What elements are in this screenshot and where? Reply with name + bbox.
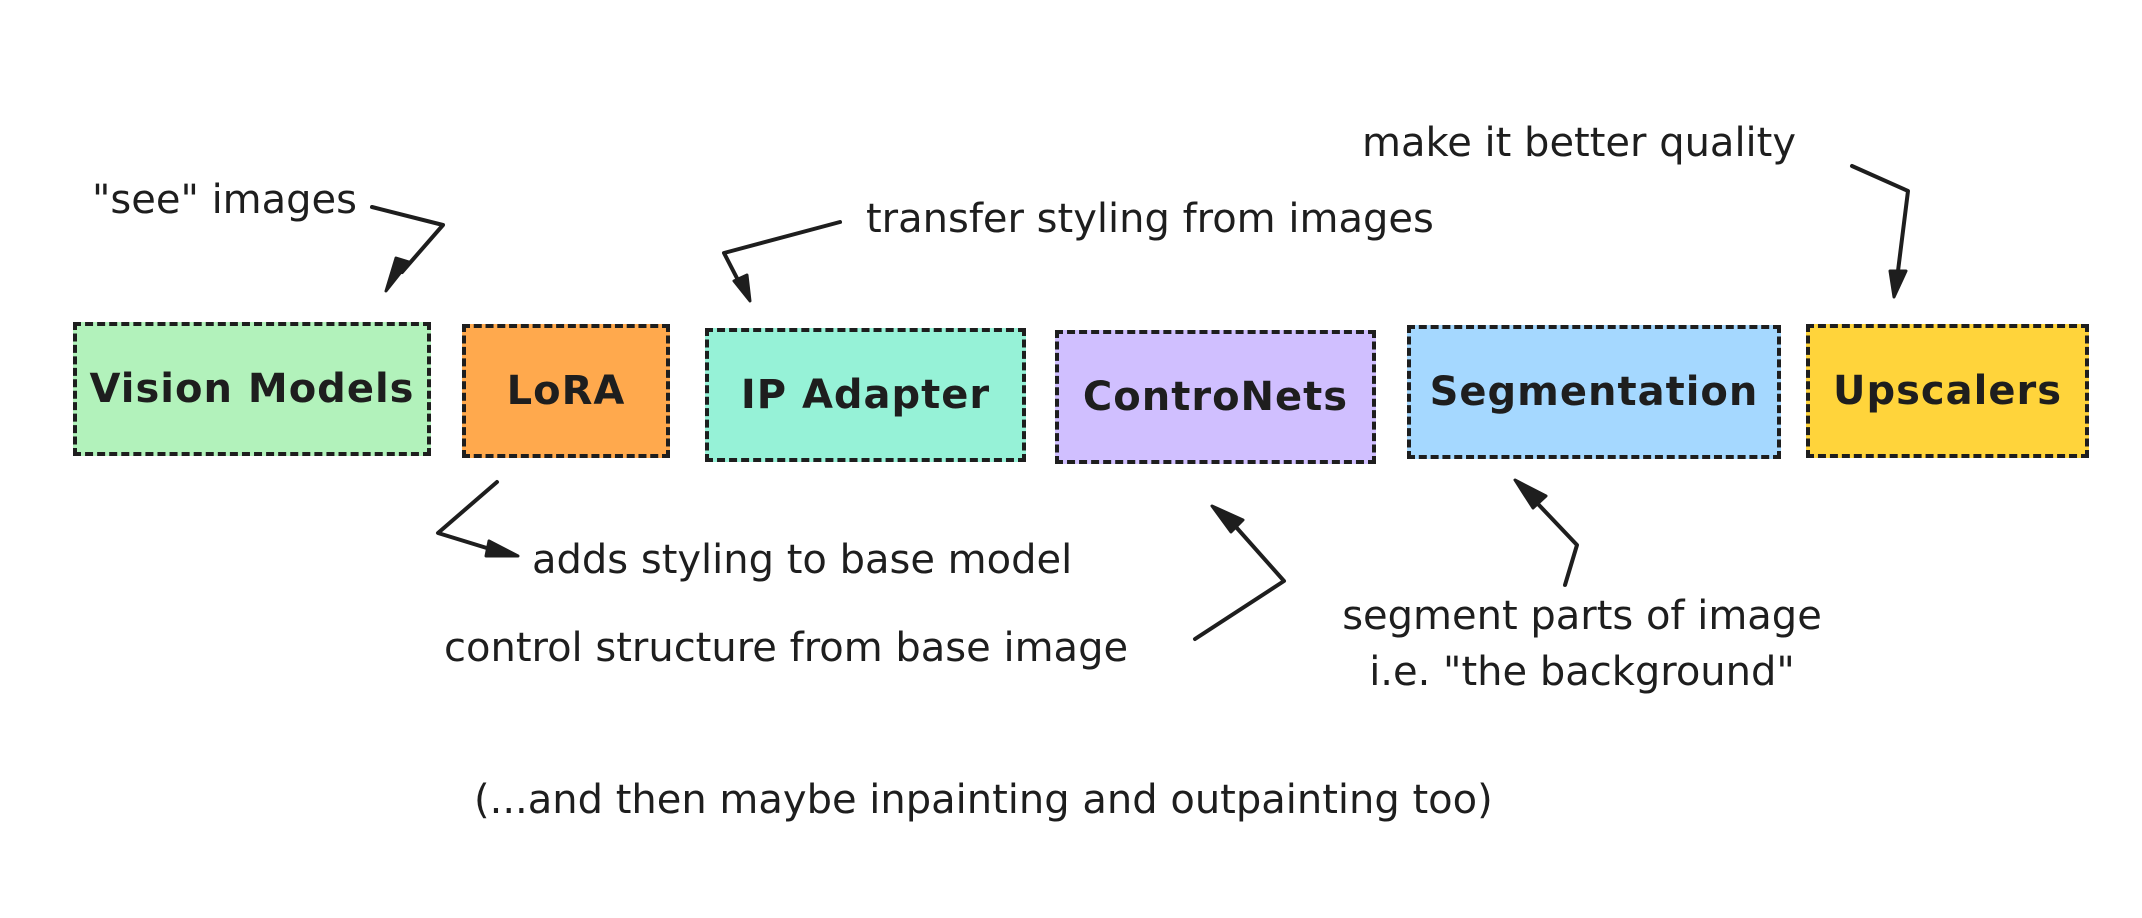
box-upscalers: Upscalers xyxy=(1806,324,2089,458)
annotation-ip-adapter: transfer styling from images xyxy=(866,196,1434,242)
annotation-contronets: control structure from base image xyxy=(444,625,1129,671)
arrow-contronets xyxy=(1193,504,1286,641)
box-label-vision-models: Vision Models xyxy=(89,366,415,412)
arrow-upscalers xyxy=(1850,164,1910,299)
box-label-upscalers: Upscalers xyxy=(1833,368,2062,414)
annotation-vision-models: "see" images xyxy=(92,177,357,223)
box-label-segmentation: Segmentation xyxy=(1429,369,1759,415)
annotation-segmentation-line-1: segment parts of image xyxy=(1342,593,1822,639)
annotation-lora: adds styling to base model xyxy=(532,537,1073,583)
arrow-vision-models xyxy=(370,205,445,293)
box-label-contronets: ControNets xyxy=(1082,374,1349,420)
arrow-segmentation xyxy=(1513,478,1579,587)
box-label-ip-adapter: IP Adapter xyxy=(740,372,991,418)
box-vision-models: Vision Models xyxy=(73,322,431,456)
arrow-lora xyxy=(436,480,520,558)
box-contronets: ControNets xyxy=(1055,330,1376,464)
annotation-upscalers: make it better quality xyxy=(1362,120,1797,166)
box-label-lora: LoRA xyxy=(506,368,626,414)
arrow-ip-adapter xyxy=(722,220,842,303)
box-ip-adapter: IP Adapter xyxy=(705,328,1026,462)
footer-note: (...and then maybe inpainting and outpai… xyxy=(474,777,1493,823)
box-lora: LoRA xyxy=(462,324,670,458)
box-segmentation: Segmentation xyxy=(1407,325,1781,459)
annotation-segmentation-line-2: i.e. "the background" xyxy=(1369,649,1795,695)
annotation-segmentation: segment parts of image i.e. "the backgro… xyxy=(1322,588,1842,700)
